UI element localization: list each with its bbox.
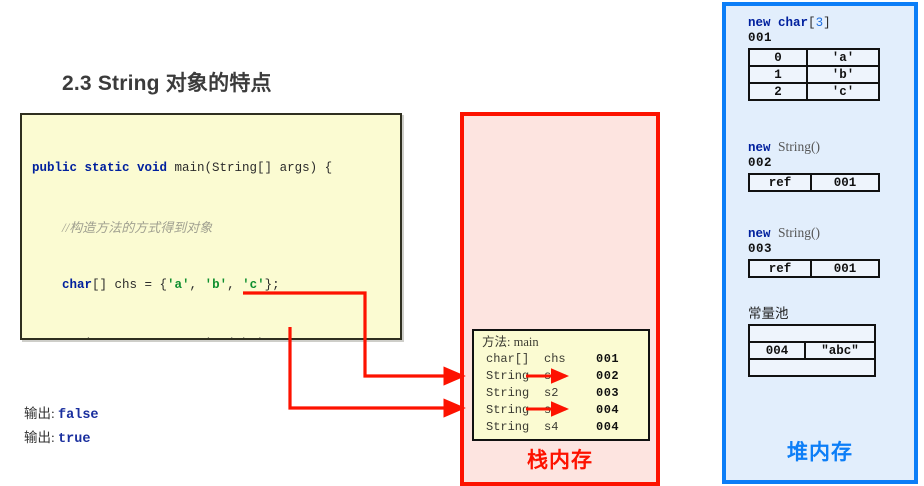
page-title: 2.3 String 对象的特点 — [62, 72, 272, 95]
stack-row: String s1 002 — [474, 368, 648, 385]
stack-row-var: chs — [544, 352, 566, 366]
stack-row-addr: 001 — [596, 352, 620, 366]
heap-memory-label: 堆内存 — [787, 441, 853, 464]
code-line: public static void main(String[] args) { — [32, 161, 333, 175]
stack-row: char[] chs 001 — [474, 351, 648, 368]
stack-row: String s4 004 — [474, 419, 648, 436]
stack-row-type: String — [486, 369, 530, 383]
stack-row-type: char[] — [486, 352, 530, 366]
stack-method-header: 方法: main — [474, 331, 648, 351]
heap-string-title: new String() — [748, 225, 880, 242]
code-lines: public static void main(String[] args) {… — [22, 120, 400, 339]
stack-row-addr: 004 — [596, 420, 620, 434]
code-line: char[] chs = {'a', 'b', 'c'}; — [62, 278, 280, 292]
heap-string-parens: () — [811, 139, 821, 154]
output-value: false — [58, 408, 99, 423]
heap-string-ref-value: 001 — [810, 259, 880, 278]
stack-row-type: String — [486, 403, 530, 417]
stack-method-header-text: 方法: main — [482, 335, 539, 349]
table-row: 2 'c' — [748, 82, 880, 101]
char-array-value: 'c' — [806, 82, 880, 101]
constant-pool-empty-cell — [748, 358, 876, 377]
char-array-index: 2 — [748, 82, 808, 101]
heap-char-array-size: 3 — [815, 16, 824, 30]
output-label: 输出: — [24, 406, 55, 421]
output-area: 输出: false 输出: true — [24, 403, 99, 451]
stack-row-var: s1 — [544, 369, 559, 383]
heap-new-keyword: new — [748, 16, 771, 30]
output-row: 输出: true — [24, 427, 99, 451]
output-value: true — [58, 432, 91, 447]
table-row: ref 001 — [748, 173, 880, 192]
heap-char-array-object: new char[3] 001 0 'a' 1 'b' 2 'c' — [748, 16, 880, 101]
stack-row-type: String — [486, 386, 530, 400]
table-row: 0 'a' — [748, 48, 880, 67]
heap-char-type: char — [778, 16, 809, 30]
code-block: public static void main(String[] args) {… — [20, 113, 402, 340]
heap-string-object-002: new String() 002 ref 001 — [748, 139, 880, 192]
heap-char-array-title: new char[3] — [748, 16, 831, 30]
char-array-index: 0 — [748, 48, 808, 67]
heap-string-ref-key: ref — [748, 259, 812, 278]
stack-memory-label: 栈内存 — [527, 449, 593, 472]
constant-pool-title: 常量池 — [748, 306, 789, 321]
stack-row-addr: 004 — [596, 403, 620, 417]
heap-string-type: String — [778, 225, 812, 240]
heap-string-parens: () — [811, 225, 821, 240]
table-row — [748, 324, 876, 343]
stack-frame-table: 方法: main char[] chs 001 String s1 002 String… — [472, 329, 650, 441]
heap-string-address: 002 — [748, 156, 773, 170]
table-row — [748, 358, 876, 377]
heap-string-title: new String() — [748, 139, 880, 156]
heap-string-ref-key: ref — [748, 173, 812, 192]
code-line: //构造方法的方式得到对象 — [62, 219, 213, 235]
stack-memory-panel: 方法: main char[] chs 001 String s1 002 String… — [460, 112, 660, 486]
heap-new-keyword: new — [748, 227, 771, 241]
heap-string-type: String — [778, 139, 812, 154]
heap-string-table: ref 001 — [748, 173, 880, 192]
stack-row-type: String — [486, 420, 530, 434]
output-label: 输出: — [24, 430, 55, 445]
constant-pool-value: "abc" — [804, 341, 876, 360]
stack-row: String s3 004 — [474, 402, 648, 419]
stack-row-addr: 003 — [596, 386, 620, 400]
stack-row-addr: 002 — [596, 369, 620, 383]
table-row: ref 001 — [748, 259, 880, 278]
heap-char-array-table: 0 'a' 1 'b' 2 'c' — [748, 48, 880, 101]
constant-pool-empty-cell — [748, 324, 876, 343]
constant-pool-table: 004 "abc" — [748, 324, 876, 377]
table-row: 004 "abc" — [748, 341, 876, 360]
output-row: 输出: false — [24, 403, 99, 427]
heap-char-array-address: 001 — [748, 31, 773, 45]
stack-row-var: s2 — [544, 386, 559, 400]
heap-new-keyword: new — [748, 141, 771, 155]
heap-string-table: ref 001 — [748, 259, 880, 278]
char-array-value: 'b' — [806, 65, 880, 84]
heap-string-ref-value: 001 — [810, 173, 880, 192]
code-line: String s1 = new String(chs); — [22, 335, 400, 339]
char-array-index: 1 — [748, 65, 808, 84]
heap-string-address: 003 — [748, 242, 773, 256]
heap-memory-panel: new char[3] 001 0 'a' 1 'b' 2 'c' new St… — [722, 2, 918, 484]
heap-constant-pool: 常量池 004 "abc" — [748, 306, 876, 377]
constant-pool-address: 004 — [748, 341, 806, 360]
stack-row: String s2 003 — [474, 385, 648, 402]
stack-row-var: s3 — [544, 403, 559, 417]
char-array-value: 'a' — [806, 48, 880, 67]
stack-row-var: s4 — [544, 420, 559, 434]
heap-string-object-003: new String() 003 ref 001 — [748, 225, 880, 278]
table-row: 1 'b' — [748, 65, 880, 84]
